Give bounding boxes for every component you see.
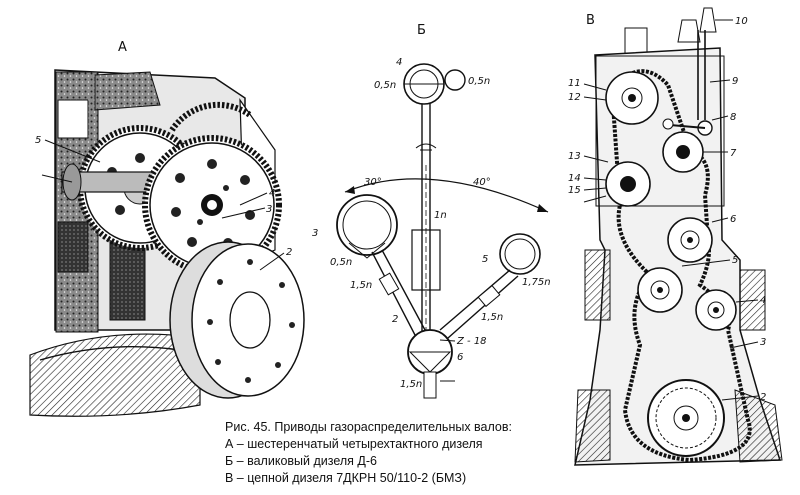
caption-title: Рис. 45. Приводы газораспределительных в…	[225, 420, 512, 434]
label-c-8: 9	[732, 76, 738, 87]
caption-line-b: Б – валиковый дизеля Д-6	[225, 454, 377, 468]
label-a-1: 2	[286, 247, 292, 258]
caption-line-a: А – шестеренчатый четырехтактного дизеля	[225, 437, 483, 451]
camshaft-a	[61, 163, 171, 201]
label-b-2: 3	[312, 228, 318, 239]
gear-b-4	[499, 233, 541, 275]
angle-left: 30°	[364, 177, 382, 188]
label-c-1: 2	[760, 392, 766, 403]
sprocket-3	[695, 289, 737, 331]
panel-a-callouts: 5 4 3 2	[35, 135, 292, 271]
speed-right-gear: 1,75n	[522, 277, 551, 288]
label-c-13: 14	[568, 173, 581, 184]
label-c-14: 15	[568, 185, 581, 196]
gear-b-2	[336, 194, 398, 259]
sprocket-5	[667, 217, 713, 263]
label-c-7: 8	[730, 112, 736, 123]
sprocket-4	[637, 267, 683, 313]
speed-shaft: 1n	[434, 210, 447, 221]
label-c-10: 11	[568, 78, 581, 89]
speed-bottom: 1,5n	[400, 379, 422, 390]
sprocket-10	[605, 71, 659, 125]
label-a-3: 4	[269, 188, 275, 199]
panel-a-letter: А	[118, 40, 127, 55]
gear-3	[142, 135, 282, 275]
figure-caption: Рис. 45. Приводы газораспределительных в…	[225, 419, 512, 487]
upper-gear-arc	[169, 101, 252, 132]
panel-c-labels: 10 9 8 7 6 5 4 3 2 11 12 13 14	[568, 16, 766, 403]
label-b-1: 2	[392, 314, 398, 325]
speed-left-gear: 0,5n	[330, 257, 352, 268]
speed-top-left: 0,5n	[374, 80, 396, 91]
tensioner-7	[662, 118, 713, 136]
rod-8	[697, 30, 706, 120]
top-gears	[403, 63, 466, 105]
panel-b-labels: 4 0,5n 0,5n 1n 3 0,5n 1,5n 5 1,75n 1,5n …	[312, 57, 551, 390]
label-c-4: 5	[732, 255, 738, 266]
speed-left-arm: 1,5n	[350, 280, 372, 291]
panel-c-letter: В	[586, 13, 595, 28]
speed-right-arm: 1,5n	[481, 312, 503, 323]
inclined-shafts	[371, 249, 519, 339]
label-a-2: 3	[266, 204, 272, 215]
panel-a: А	[29, 40, 305, 417]
label-c-6: 7	[730, 148, 737, 159]
sprocket-13	[605, 161, 651, 207]
label-c-11: 12	[568, 92, 581, 103]
sprocket-6	[662, 131, 704, 173]
teeth-count: Z - 18	[456, 336, 487, 347]
caption-line-c: В – цепной дизеля 7ДКРН 50/110-2 (БМЗ)	[225, 471, 467, 485]
panel-b: Б 30° 40°	[312, 23, 551, 399]
panel-b-letter: Б	[417, 23, 426, 38]
label-a-4: 5	[35, 135, 41, 146]
label-b-5: 6	[457, 352, 463, 363]
label-c-5: 6	[730, 214, 736, 225]
vertical-shaft	[411, 100, 441, 335]
angle-arc	[344, 178, 549, 213]
label-b-4: 5	[482, 254, 488, 265]
panel-c: В	[568, 7, 783, 466]
flywheel-1	[169, 241, 305, 399]
speed-top-right: 0,5n	[468, 76, 490, 87]
gear-b-5	[407, 329, 453, 399]
sprocket-1	[647, 379, 725, 457]
label-b-3: 4	[396, 57, 402, 68]
label-c-12: 13	[568, 151, 581, 162]
label-c-2: 3	[760, 337, 766, 348]
label-c-3: 4	[760, 295, 766, 306]
angle-right: 40°	[473, 177, 491, 188]
label-c-9: 10	[735, 16, 748, 27]
